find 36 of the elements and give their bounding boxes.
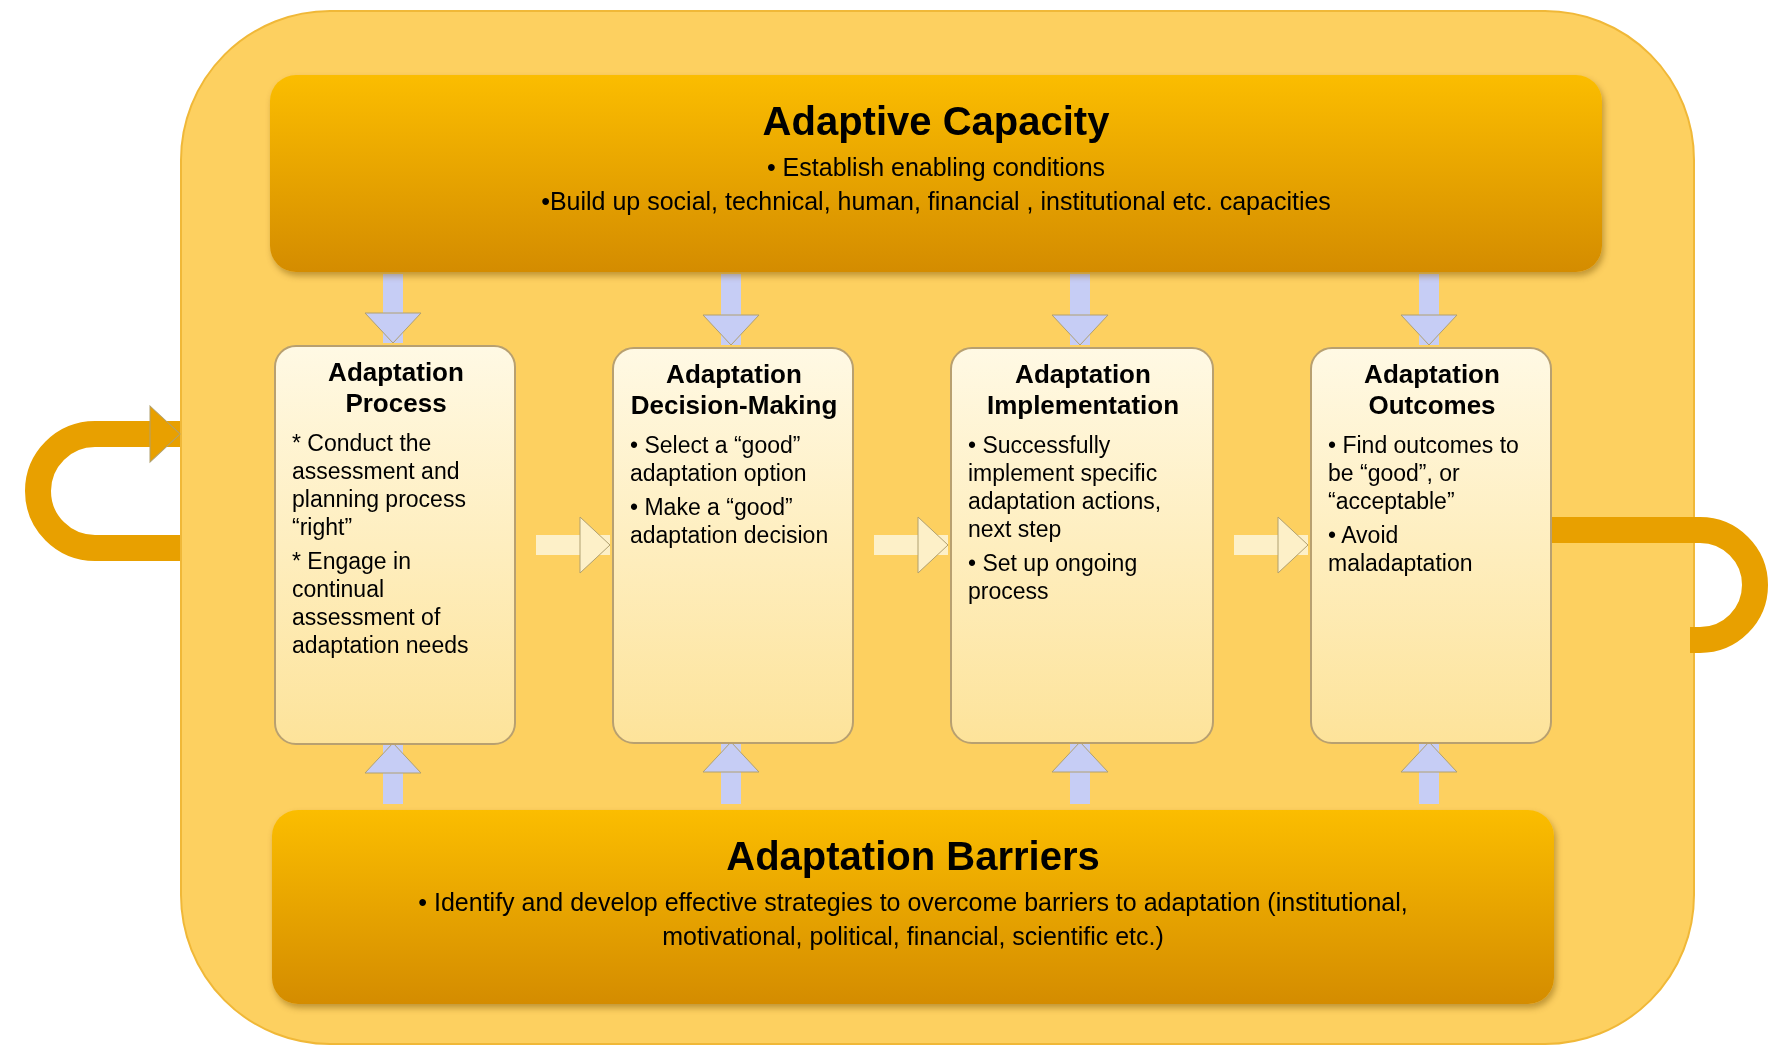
stage-card <box>612 347 854 744</box>
stage-card <box>274 345 516 745</box>
arrow <box>1400 741 1458 804</box>
arrow <box>874 516 949 574</box>
arrow <box>1051 274 1109 346</box>
card-heading: Adaptation Outcomes <box>1363 359 1501 421</box>
arrow <box>1234 516 1309 574</box>
header-banner <box>270 75 1602 272</box>
footer-banner <box>272 810 1554 1004</box>
arrow <box>536 516 611 574</box>
arrow <box>1400 274 1458 346</box>
arrow <box>25 405 181 561</box>
bullet-text: • Set up ongoing process <box>968 549 1139 605</box>
arrow <box>364 742 422 804</box>
bullet-text: • Select a “good” adaptation option <box>630 431 808 487</box>
rounded-panel <box>180 10 1695 1045</box>
bullet-text: • Establish enabling conditions <box>765 152 1107 183</box>
bullet-text: • Successfully implement specific adaptation actions, next step <box>968 431 1163 543</box>
card-heading: Adaptation Decision-Making <box>630 359 838 421</box>
arrow <box>364 274 422 344</box>
bullet-text: • Make a “good” adaptation decision <box>630 493 830 549</box>
bullet-text: • Find outcomes to be “good”, or “acceptable” <box>1328 431 1520 515</box>
card-heading: Adaptive Capacity <box>761 99 1111 144</box>
bullet-text: •Build up social, technical, human, financial , institutional etc. capacities <box>540 186 1332 217</box>
card-heading: Adaptation Barriers <box>725 834 1101 879</box>
stage-card <box>950 347 1214 744</box>
card-heading: Adaptation Implementation <box>985 359 1181 421</box>
bullet-text: * Engage in continual assessment of adaptation needs <box>292 547 470 659</box>
arrow <box>1051 741 1109 804</box>
bullet-text: * Conduct the assessment and planning process “right” <box>292 429 467 541</box>
arrow <box>702 741 760 804</box>
bullet-text: • Avoid maladaptation <box>1328 521 1474 577</box>
card-heading: Adaptation Process <box>327 357 465 419</box>
bullet-text: • Identify and develop effective strategies to overcome barriers to adaptation (institutional, motivational, political, financial, scientific etc.) <box>417 887 1409 952</box>
arrow <box>702 274 760 346</box>
stage-card <box>1310 347 1552 744</box>
